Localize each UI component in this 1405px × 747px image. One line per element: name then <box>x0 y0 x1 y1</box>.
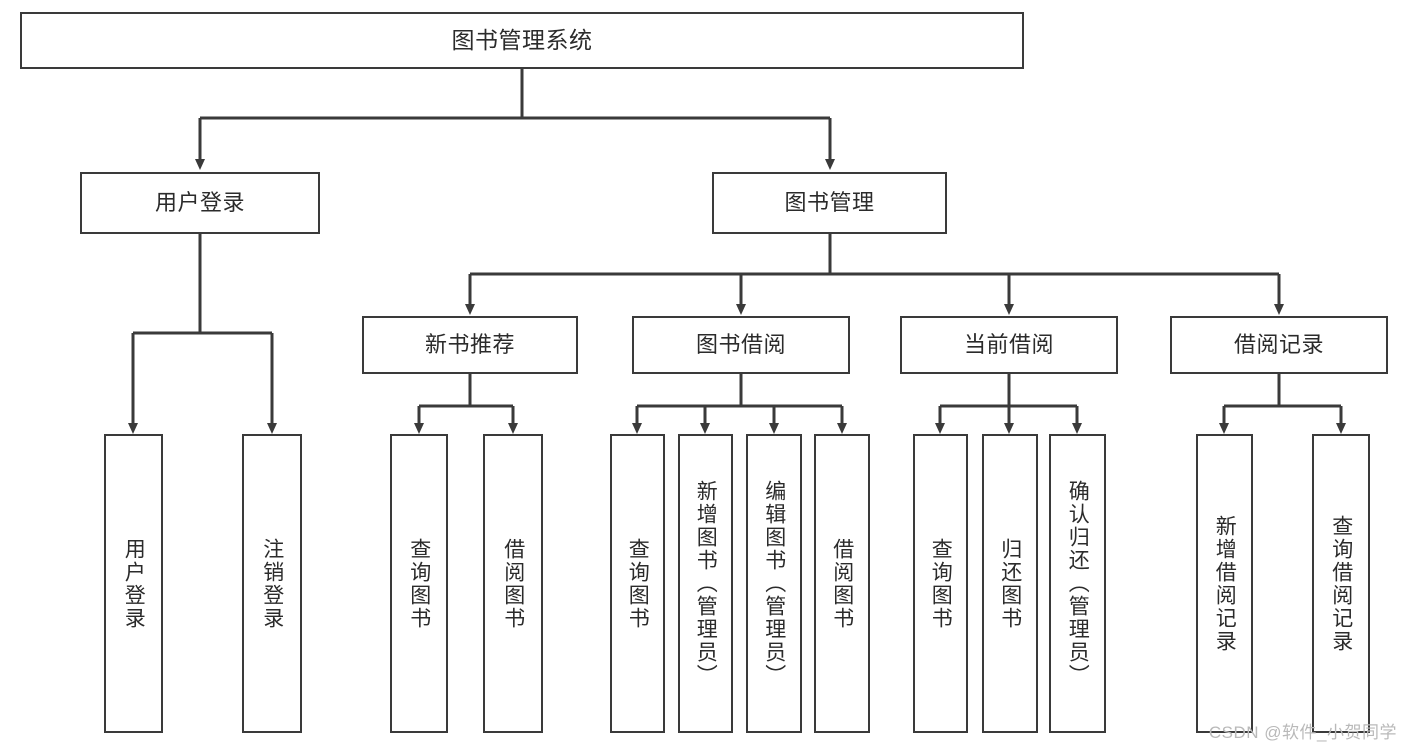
leaf-query-book-2-label: 查询图书 <box>626 537 650 630</box>
node-root-label: 图书管理系统 <box>451 26 593 53</box>
leaf-confirm-return-label: 确认归还（管理员） <box>1066 480 1090 687</box>
leaf-borrow-book-1[interactable]: 借阅图书 <box>483 434 543 733</box>
node-user-login[interactable]: 用户登录 <box>80 172 320 234</box>
leaf-query-record-label: 查询借阅记录 <box>1329 514 1353 653</box>
node-current-borrow-label: 当前借阅 <box>963 332 1054 358</box>
node-user-login-label: 用户登录 <box>154 190 245 216</box>
leaf-confirm-return[interactable]: 确认归还（管理员） <box>1049 434 1106 733</box>
watermark: CSDN @软件_小贺同学 <box>1208 723 1397 742</box>
leaf-user-login[interactable]: 用户登录 <box>104 434 163 733</box>
node-new-book-rec-label: 新书推荐 <box>424 332 515 358</box>
leaf-add-book-label: 新增图书（管理员） <box>694 480 718 687</box>
leaf-return-book-label: 归还图书 <box>998 537 1022 630</box>
leaf-user-login-label: 用户登录 <box>122 537 146 630</box>
leaf-logout[interactable]: 注销登录 <box>242 434 302 733</box>
leaf-query-book-3[interactable]: 查询图书 <box>913 434 968 733</box>
leaf-borrow-book-2[interactable]: 借阅图书 <box>814 434 870 733</box>
node-book-manage[interactable]: 图书管理 <box>712 172 947 234</box>
node-root[interactable]: 图书管理系统 <box>20 12 1024 69</box>
leaf-borrow-book-1-label: 借阅图书 <box>501 537 525 630</box>
leaf-add-record[interactable]: 新增借阅记录 <box>1196 434 1253 733</box>
node-current-borrow[interactable]: 当前借阅 <box>900 316 1118 374</box>
leaf-add-record-label: 新增借阅记录 <box>1213 514 1237 653</box>
node-book-manage-label: 图书管理 <box>784 190 875 216</box>
leaf-edit-book[interactable]: 编辑图书（管理员） <box>746 434 802 733</box>
node-borrow-record[interactable]: 借阅记录 <box>1170 316 1388 374</box>
leaf-borrow-book-2-label: 借阅图书 <box>830 537 854 630</box>
leaf-query-book-1[interactable]: 查询图书 <box>390 434 448 733</box>
leaf-edit-book-label: 编辑图书（管理员） <box>762 480 786 687</box>
leaf-query-book-3-label: 查询图书 <box>929 537 953 630</box>
leaf-return-book[interactable]: 归还图书 <box>982 434 1038 733</box>
node-new-book-rec[interactable]: 新书推荐 <box>362 316 578 374</box>
leaf-add-book[interactable]: 新增图书（管理员） <box>678 434 733 733</box>
leaf-logout-label: 注销登录 <box>260 537 284 630</box>
node-book-borrow[interactable]: 图书借阅 <box>632 316 850 374</box>
leaf-query-record[interactable]: 查询借阅记录 <box>1312 434 1370 733</box>
leaf-query-book-1-label: 查询图书 <box>407 537 431 630</box>
node-book-borrow-label: 图书借阅 <box>695 332 786 358</box>
leaf-query-book-2[interactable]: 查询图书 <box>610 434 665 733</box>
node-borrow-record-label: 借阅记录 <box>1233 332 1324 358</box>
